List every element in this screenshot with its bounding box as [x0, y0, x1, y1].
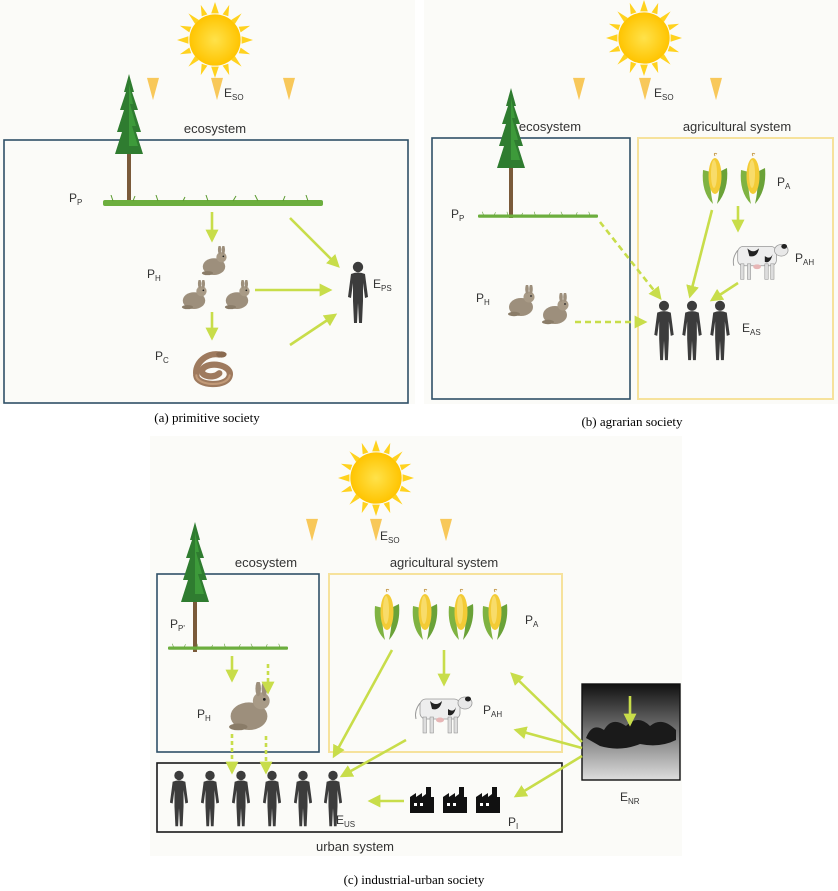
agricultural-system-box	[328, 573, 563, 753]
caption-c: (c) industrial-urban society	[344, 872, 485, 887]
label-ph: PH	[476, 291, 490, 307]
urban-system-title: urban system	[316, 839, 394, 854]
label-eso: ESO	[380, 529, 400, 545]
label-pa: PA	[525, 613, 539, 629]
panel-a-primitive-society: ESO ecosystem PP PH PC EPS (a) primitive…	[0, 0, 415, 425]
label-pah: PAH	[795, 251, 814, 267]
label-pp: PP	[69, 191, 82, 207]
label-eus: EUS	[336, 813, 355, 829]
label-eas: EAS	[742, 321, 761, 337]
label-pp: PP	[451, 207, 464, 223]
label-eso: ESO	[654, 86, 674, 102]
label-pc: PC	[155, 349, 169, 365]
label-ph: PH	[197, 707, 211, 723]
ecosystem-box	[431, 137, 631, 400]
ecosystem-title: ecosystem	[519, 119, 581, 134]
panel-c-industrial-urban-society: ESO ecosystem agricultural system urban …	[150, 436, 682, 887]
energy-arrows	[225, 649, 637, 808]
ecosystem-box	[156, 573, 320, 753]
label-pah: PAH	[483, 703, 502, 719]
caption-a: (a) primitive society	[154, 410, 260, 425]
label-pp: PP'	[170, 617, 185, 633]
energy-arrows	[575, 206, 745, 329]
ecosystem-title: ecosystem	[235, 555, 297, 570]
agricultural-system-title: agricultural system	[390, 555, 498, 570]
label-enr: ENR	[620, 790, 640, 806]
label-ph: PH	[147, 267, 161, 283]
label-eps: EPS	[373, 277, 392, 293]
ecosystem-title: ecosystem	[184, 121, 246, 136]
agricultural-system-title: agricultural system	[683, 119, 791, 134]
coal-icon	[581, 683, 681, 781]
label-pa: PA	[777, 175, 791, 191]
energy-arrows	[205, 212, 340, 347]
caption-b: (b) agrarian society	[581, 414, 683, 429]
label-pi: PI	[508, 815, 518, 831]
label-eso: ESO	[224, 86, 244, 102]
urban-system-box	[156, 762, 563, 833]
panel-b-agrarian-society: ESO ecosystem agricultural system PP PH …	[424, 0, 838, 429]
ecosystem-box	[3, 139, 409, 404]
